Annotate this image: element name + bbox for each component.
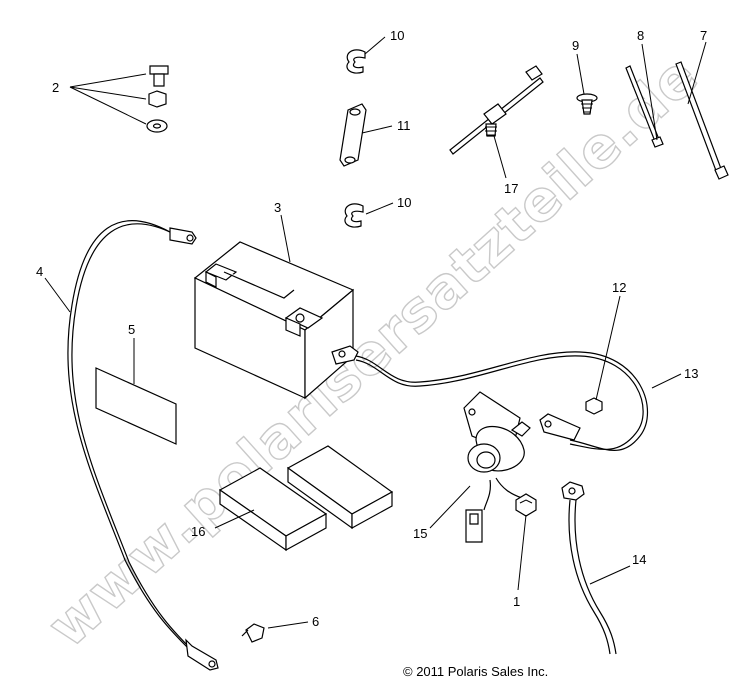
watermark-text: www.polarisersatzteile.de	[36, 43, 711, 660]
part-6-screw	[241, 623, 265, 643]
callout-2: 2	[52, 80, 59, 95]
callout-13: 13	[684, 366, 698, 381]
part-10-clip-top	[346, 49, 366, 74]
callout-6: 6	[312, 614, 319, 629]
callout-15: 15	[413, 526, 427, 541]
part-17-cable-tie	[449, 65, 544, 155]
callout-8: 8	[637, 28, 644, 43]
part-2-hardware	[146, 65, 169, 133]
part-4-terminal-bottom	[185, 638, 219, 671]
callout-14: 14	[632, 552, 646, 567]
part-10-clip-bottom	[344, 203, 364, 228]
part-11-strap	[339, 103, 367, 167]
callout-12: 12	[612, 280, 626, 295]
callout-9: 9	[572, 38, 579, 53]
callout-10-bottom: 10	[397, 195, 411, 210]
callout-11: 11	[397, 118, 411, 133]
part-12-nut	[585, 397, 603, 415]
part-8-cable-tie	[625, 65, 664, 148]
callout-7: 7	[700, 28, 707, 43]
part-15-solenoid	[463, 391, 531, 543]
part-7-cable-tie	[675, 61, 729, 180]
part-5-label	[95, 367, 177, 445]
callout-5: 5	[128, 322, 135, 337]
part-4-terminal-top	[169, 227, 197, 245]
part-14-cable	[561, 481, 617, 655]
callout-10-top: 10	[390, 28, 404, 43]
part-4-cable	[67, 220, 189, 649]
callout-3: 3	[274, 200, 281, 215]
part-16-pads	[218, 445, 394, 552]
callout-4: 4	[36, 264, 43, 279]
part-13-cable	[331, 345, 649, 451]
part-1-cap	[515, 493, 537, 517]
callout-16: 16	[191, 524, 205, 539]
part-3-battery	[193, 241, 355, 400]
copyright-text: © 2011 Polaris Sales Inc.	[403, 664, 548, 679]
part-9-push-clip	[576, 93, 598, 115]
callout-1: 1	[513, 594, 520, 609]
callout-17: 17	[504, 181, 518, 196]
